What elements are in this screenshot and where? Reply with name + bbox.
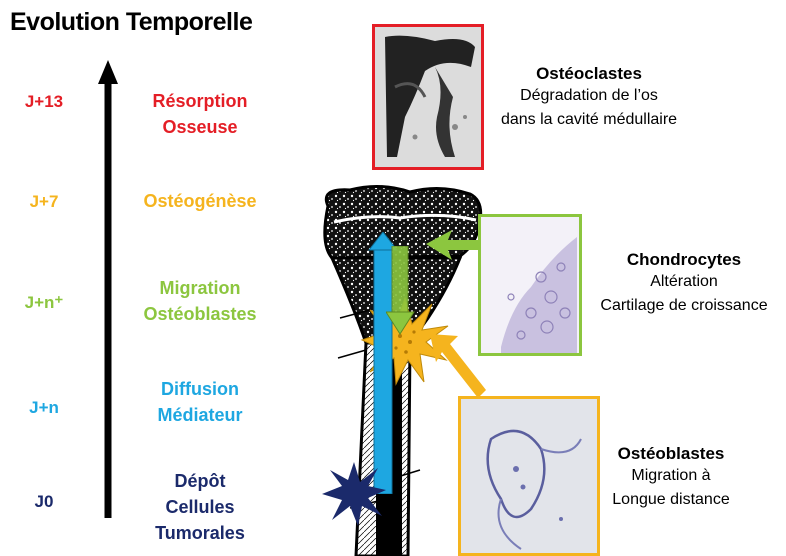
- stage-resorption-line1: Résorption: [110, 88, 290, 114]
- day-label-j7: J+7: [14, 192, 74, 212]
- chondrocytes-pointer: [426, 228, 486, 268]
- stage-migration-line1: Migration: [110, 275, 290, 301]
- stage-depot-line2: Cellules: [110, 494, 290, 520]
- stage-osteogenese-line1: Ostéogénèse: [110, 188, 290, 214]
- osteoblastes-title: Ostéoblastes: [596, 444, 746, 464]
- tumor-cells-burst-icon: [322, 462, 386, 526]
- osteoblastes-line2: Longue distance: [596, 488, 746, 512]
- day-label-jn-plus: J+n⁺: [14, 293, 74, 313]
- chondrocytes-photo: [478, 214, 582, 356]
- day-label-jn: J+n: [14, 398, 74, 418]
- day-label-j13: J+13: [14, 92, 74, 112]
- day-label-j0: J0: [14, 492, 74, 512]
- osteoclastes-title: Ostéoclastes: [474, 64, 704, 84]
- stage-resorption: Résorption Osseuse: [110, 88, 290, 140]
- osteoblastes-caption: Ostéoblastes Migration à Longue distance: [596, 444, 746, 512]
- stage-diffusion-line2: Médiateur: [110, 402, 290, 428]
- diagram-title: Evolution Temporelle: [10, 8, 252, 37]
- chondrocytes-caption: Chondrocytes Altération Cartilage de cro…: [584, 250, 784, 318]
- stage-migration: Migration Ostéoblastes: [110, 275, 290, 327]
- stage-resorption-line2: Osseuse: [110, 114, 290, 140]
- stage-diffusion: Diffusion Médiateur: [110, 376, 290, 428]
- osteoblastes-photo: [458, 396, 600, 556]
- osteoclastes-photo: [372, 24, 484, 170]
- chondrocytes-line2: Cartilage de croissance: [584, 294, 784, 318]
- migration-arrow: [386, 246, 416, 336]
- stage-osteogenese: Ostéogénèse: [110, 188, 290, 214]
- stage-diffusion-line1: Diffusion: [110, 376, 290, 402]
- osteoclastes-caption: Ostéoclastes Dégradation de l’os dans la…: [474, 64, 704, 132]
- stage-depot: Dépôt Cellules Tumorales: [110, 468, 290, 546]
- osteoclastes-line2: dans la cavité médullaire: [474, 108, 704, 132]
- chondrocytes-line1: Altération: [584, 270, 784, 294]
- stage-depot-line1: Dépôt: [110, 468, 290, 494]
- stage-migration-line2: Ostéoblastes: [110, 301, 290, 327]
- osteoblastes-line1: Migration à: [596, 464, 746, 488]
- osteoclastes-line1: Dégradation de l’os: [474, 84, 704, 108]
- chondrocytes-title: Chondrocytes: [584, 250, 784, 270]
- stage-depot-line3: Tumorales: [110, 520, 290, 546]
